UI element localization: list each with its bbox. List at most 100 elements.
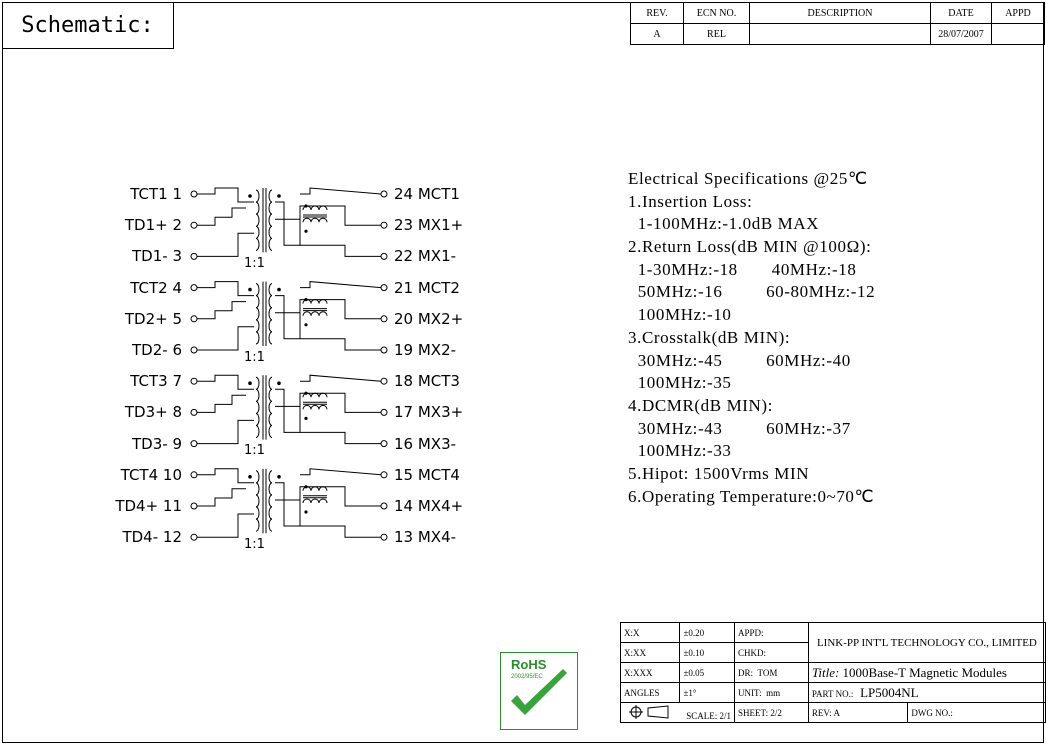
chkd-label: CHKD: [734,642,809,663]
wire [197,468,254,484]
left-pin-label: TCT3 7 [130,372,182,391]
right-pin-label: 21 MCT2 [394,278,460,297]
wire [275,482,301,527]
left-pin-label: TD1- 3 [132,247,182,266]
polarity-dot [304,323,308,327]
polarity-dot [248,381,252,386]
scale-label: SCALE: [686,710,718,721]
wire [197,301,246,320]
rev-cell: REV: A [807,702,909,723]
turns-ratio-label: 1:1 [244,349,265,365]
spec-line: 1.Insertion Loss: [628,191,753,211]
secondary-coil [268,283,273,345]
title-cell: Title: 1000Base-T Magnetic Modules [807,662,1046,683]
dr-label: DR: [738,667,754,678]
left-pin-label: TD3- 9 [132,434,182,453]
choke-coil [302,217,328,223]
polarity-dot [304,229,308,233]
right-pin-label: 17 MX3+ [394,403,464,422]
left-pin-label: TD2+ 5 [124,309,182,328]
left-terminal [190,252,198,260]
secondary-coil [268,376,273,439]
right-pin-label: 13 MX4- [394,528,457,547]
wire [275,201,301,246]
wire [300,431,381,445]
right-terminal [380,502,388,510]
turns-ratio-label: 1:1 [244,536,265,552]
tol-xxx-value: ±0.05 [679,662,736,683]
primary-coil [255,283,260,345]
right-pin-label: 20 MX2+ [394,309,464,328]
right-pin-label: 14 MX4+ [394,497,464,515]
appd-label: APPD: [734,622,809,643]
spec-line: Electrical Specifications @25℃ [628,169,868,188]
wire [197,488,246,507]
tol-xx-label: X:XX [619,642,681,663]
tol-xx-value: ±0.10 [679,642,736,663]
primary-coil [255,470,260,532]
wire [299,205,381,226]
left-terminal [190,471,198,479]
polarity-dot [304,485,308,489]
wire [300,187,382,195]
left-pin-label: TCT1 1 [130,185,182,203]
right-terminal [380,252,388,260]
left-terminal [190,408,198,416]
right-terminal [380,533,388,541]
right-pin-label: 16 MX3- [394,434,457,453]
right-terminal [380,190,388,198]
polarity-dot [304,204,308,208]
wire [300,281,382,289]
polarity-dot [248,287,252,292]
title-value: 1000Base-T Magnetic Modules [842,664,1007,680]
rev-label: REV: [811,707,832,718]
sheet-value: 2/2 [770,707,782,718]
unit-cell: UNIT: mm [734,682,809,703]
left-pin-label: TD4+ 11 [115,497,182,515]
left-pin-label: TD3+ 8 [124,403,182,422]
sheet-cell: SHEET: 2/2 [734,702,809,723]
left-terminal [190,284,198,292]
projection-cell: SCALE: 2/1 [619,702,736,723]
left-pin-label: TCT4 10 [120,465,182,484]
spec-line: 6.Operating Temperature:0~70℃ [628,486,875,506]
left-terminal [190,533,198,541]
sheet-label: SHEET: [738,707,769,718]
polarity-dot [277,194,281,198]
right-terminal [380,221,388,229]
rev-block-value: A [833,707,840,718]
secondary-coil [268,189,273,251]
right-terminal [380,377,388,385]
right-terminal [380,471,388,479]
right-terminal [380,315,388,323]
check-icon [511,669,567,715]
spec-line: 1-30MHz:-18 40MHz:-18 [628,259,857,279]
right-pin-label: 24 MCT1 [394,185,460,203]
right-pin-label: 19 MX2- [394,341,457,359]
unit-value: mm [766,687,781,698]
wire [300,244,381,257]
wire [299,486,381,507]
wire [197,232,254,257]
wire [197,281,254,297]
turns-ratio-label: 1:1 [244,443,265,459]
left-terminal [190,315,198,323]
tol-x-value: ±0.20 [679,622,736,643]
spec-line: 4.DCMR(dB MIN): [628,395,774,415]
wire [300,338,381,351]
polarity-dot [304,510,308,514]
rev-value: A [630,23,684,45]
spec-line: 100MHz:-35 [628,373,732,393]
company-name: LINK-PP INT'L TECHNOLOGY CO., LIMITED [807,622,1046,663]
wire [300,374,382,382]
projection-symbol-icon [629,704,669,719]
spec-line: 2.Return Loss(dB MIN @100Ω): [628,237,872,257]
left-pin-label: TD2- 6 [132,341,182,359]
angles-label: ANGLES [619,682,681,703]
right-pin-label: 15 MCT4 [394,465,460,484]
tol-x-label: X:X [619,622,681,643]
dwg-label: DWG NO.: [907,702,1046,723]
unit-label: UNIT: [738,687,762,698]
